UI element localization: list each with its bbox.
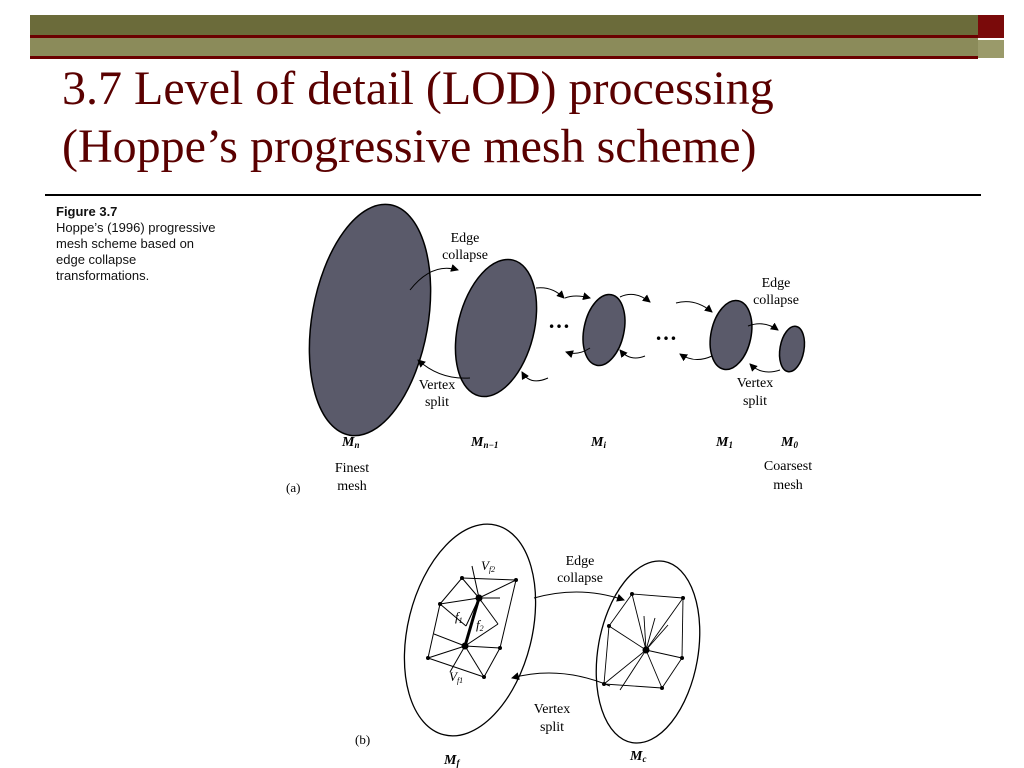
arrow-edge-collapse-2 [747,322,779,331]
corner-square-olive [978,40,1004,58]
vertex-label-vf2: Vf2 [481,558,495,574]
arrow-vertex-split-1 [417,359,471,379]
panel-a: … … Edge collapse Vertex split Edge coll… [286,203,812,495]
arrow-edge-collapse-1 [409,264,459,291]
arrow-right-2 [535,287,565,299]
slide-title-line1: 3.7 Level of detail (LOD) processing [62,62,774,115]
caption-line3: edge collapse [56,252,137,267]
face-label-f2: f2 [476,617,484,633]
finest-mesh-label-a: Finest [335,461,369,476]
finest-mesh-label-b: mesh [337,479,367,494]
title-underline [45,194,981,196]
coarsest-mesh-label-a: Coarsest [764,459,812,474]
corner-square-red [978,15,1004,38]
vertex-split-label-b1: Vertex [534,702,571,717]
panel-b-label: (b) [355,732,370,747]
caption-line4: transformations. [56,268,150,283]
arrow-right-4 [619,293,651,303]
arrow-left-4 [619,349,646,359]
edge-collapse-label-1a: Edge [451,231,480,246]
ellipsis-2: … [655,320,677,345]
mesh-label-m1: M1 [715,435,733,450]
face-label-f1: f1 [455,609,463,625]
vertex-split-label-2a: Vertex [737,376,774,391]
mesh-mn-1 [454,258,538,398]
vertex-label-vf1: Vf1 [449,669,463,685]
mesh-m0 [778,325,806,373]
fine-mesh-vertices [426,576,518,679]
mesh-m1 [709,299,753,371]
figure-caption: Figure 3.7 Hoppe’s (1996) progressive me… [56,204,266,284]
edge-collapse-label-b1: Edge [566,554,595,569]
caption-line1: Hoppe’s (1996) progressive [56,220,216,235]
fine-mesh-edges [427,565,517,678]
mesh-mi [582,293,626,367]
arrow-vertex-split-b [511,672,611,687]
mesh-label-m0: M0 [780,435,798,450]
arrow-left-3 [565,347,591,359]
mesh-label-mc: Mc [629,749,646,764]
vertex-split-label-1b: split [425,395,449,410]
mesh-label-mn: Mn [341,435,359,450]
edge-collapse-label-2b: collapse [753,293,799,308]
header-bar-middle [30,38,978,59]
coarse-mesh-edges [603,593,684,691]
panel-a-label: (a) [286,480,300,495]
arrow-left-5 [679,353,713,362]
coarse-mesh-vertices [602,592,685,690]
edge-collapse-label-1b: collapse [442,248,488,263]
arrow-right-5 [675,301,713,313]
header-bar-top [30,15,978,38]
panel-b: Edge collapse Vertex split Vf2 Vf1 f1 f2… [355,523,701,768]
arrow-edge-collapse-b [533,591,625,602]
slide-title-line2: (Hoppe’s progressive mesh scheme) [62,120,757,173]
coarsest-mesh-label-b: mesh [773,478,803,493]
edge-collapse-label-2a: Edge [762,276,791,291]
mesh-label-mi: Mi [590,435,606,450]
edge-collapse-label-b2: collapse [557,571,603,586]
vertex-split-label-2b: split [743,394,767,409]
ellipsis-1: … [548,308,570,333]
mesh-label-mn-1: Mn−1 [470,435,498,450]
arrow-vertex-split-2 [749,363,781,373]
figure-label: Figure 3.7 [56,204,118,219]
vertex-split-label-1a: Vertex [419,378,456,393]
collapse-edge [463,597,481,647]
mesh-label-mf: Mf [443,753,460,768]
arrow-right-3 [564,292,591,301]
caption-line2: mesh scheme based on [56,236,195,251]
mesh-mn [308,203,432,437]
vertex-split-label-b2: split [540,720,564,735]
arrow-left-2 [521,371,549,382]
slide-title: 3.7 Level of detail (LOD) processing (Ho… [62,60,962,176]
